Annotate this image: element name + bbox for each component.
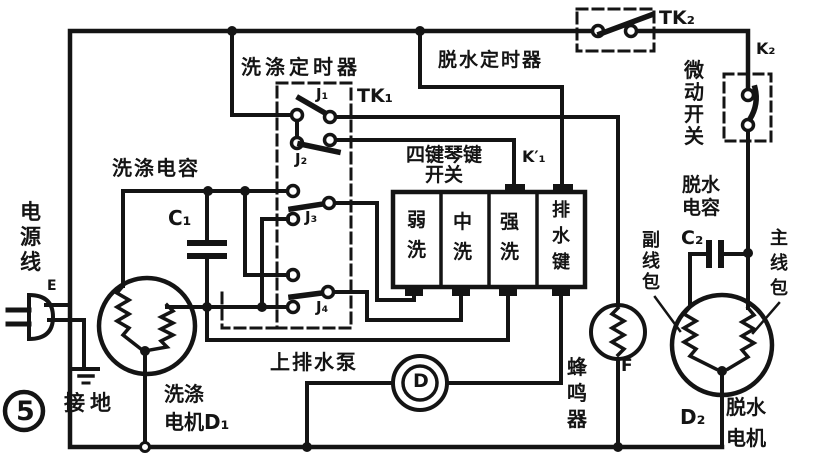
j2-label: J₂ (295, 150, 308, 168)
junction-dots (202, 26, 753, 452)
wash-motor-d1 (96, 275, 198, 445)
key-weak-label: 弱 洗 (407, 209, 427, 261)
figure-number: 5 (16, 396, 35, 427)
buzzer-label: 蜂 鸣 器 (567, 355, 587, 431)
four-key-switch-block (390, 184, 588, 296)
power-rails (67, 28, 751, 450)
drain-pump-label: 上排水泵 (270, 350, 358, 374)
switch-j1 (230, 29, 620, 307)
drain-pump (305, 294, 563, 449)
wash-timer-box (220, 81, 353, 330)
buzzer-f (589, 303, 647, 449)
plug-e-label: E (47, 278, 57, 294)
dehydration-feed-wire (418, 29, 564, 186)
sub-winding-label: 副 线 包 (642, 230, 660, 293)
wash-motor-label: 洗涤 电机D₁ (164, 382, 230, 434)
dehydration-motor-d2 (653, 292, 781, 449)
key-medium-label: 中 洗 (453, 211, 473, 263)
sub-winding-leader (653, 295, 682, 333)
k1-label: K′₁ (522, 147, 546, 166)
tk2-label: TK₂ (659, 7, 696, 29)
micro-switch-label: 微 动 开 关 (684, 58, 704, 148)
wash-capacitor-label: 洗涤电容 (112, 156, 200, 180)
c2-label: C₂ (681, 227, 704, 249)
key-drain-label: 排 水 键 (552, 200, 570, 273)
dehydration-capacitor-label: 脱水 电容 (682, 174, 721, 219)
c1-label: C₁ (168, 206, 192, 230)
d2-label: D₂ (680, 405, 706, 429)
power-plug (5, 292, 86, 369)
switch-j4 (243, 191, 463, 322)
main-winding-leader (751, 301, 781, 335)
motor1-rail-terminal (139, 441, 151, 453)
main-winding-label: 主 线 包 (770, 228, 788, 299)
j4-label: J₄ (316, 298, 329, 316)
wash-timer-label: 洗涤定时器 (241, 55, 361, 79)
switch-tk2 (575, 7, 656, 53)
wash-capacitor-c1 (121, 189, 510, 342)
ground-symbol (72, 367, 100, 385)
j1-label: J₁ (316, 85, 329, 103)
f-label: F (621, 356, 633, 376)
dehydration-timer-label: 脱水定时器 (438, 49, 544, 71)
tk1-label: TK₁ (357, 85, 394, 107)
k2-label: K₂ (756, 39, 776, 58)
figure-badge (2, 389, 46, 433)
pump-d-label: D (413, 370, 429, 392)
j3-label: J₃ (305, 208, 318, 226)
switch-k2 (722, 72, 773, 310)
four-key-switch-label: 四键琴键 开关 (405, 144, 482, 186)
ground-label: 接地 (64, 391, 116, 415)
switch-j3 (260, 183, 416, 309)
power-cord-label: 电 源 线 (20, 200, 41, 274)
key-strong-label: 强 洗 (500, 211, 520, 263)
dehydration-motor-label: 脱水 电机 (726, 395, 766, 450)
switch-j2 (289, 132, 516, 186)
